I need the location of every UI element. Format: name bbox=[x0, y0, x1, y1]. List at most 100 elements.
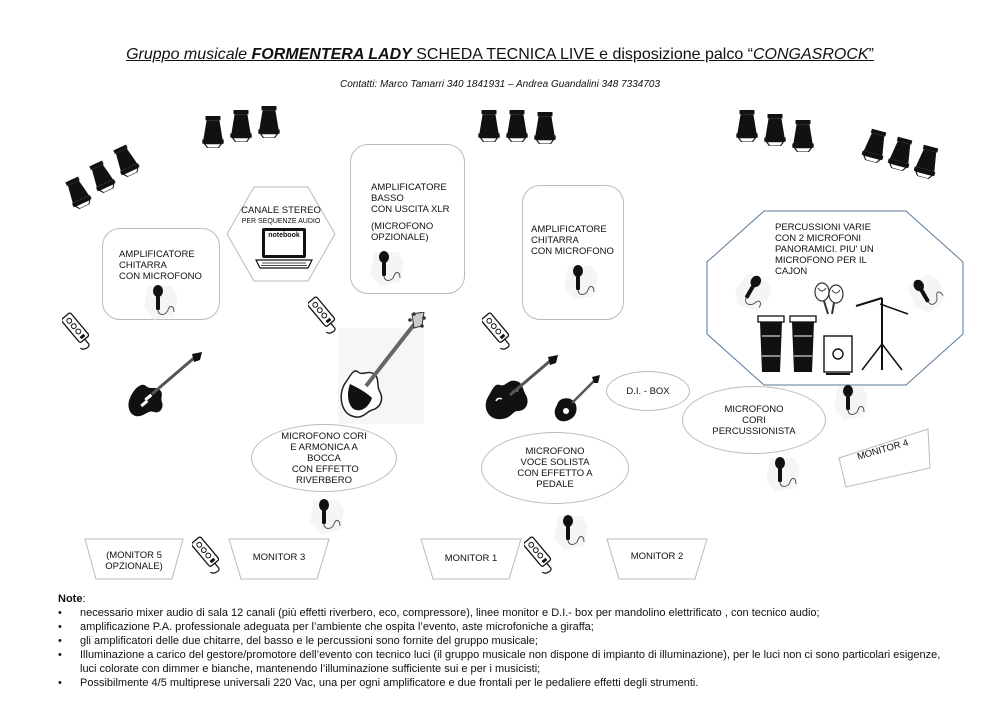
label-line: CHITARRA bbox=[119, 260, 167, 271]
label-line: MICROFONO bbox=[525, 446, 585, 457]
microphone-icon bbox=[833, 384, 869, 421]
label-line: OPZIONALE) bbox=[105, 561, 163, 572]
spotlight-icon bbox=[506, 110, 528, 142]
stereo-channel-title: CANALE STEREO bbox=[241, 205, 321, 216]
label-line: VOCE SOLISTA bbox=[520, 457, 590, 468]
di-box: D.I. - BOX bbox=[606, 371, 690, 411]
semi-hollow-guitar-icon bbox=[484, 353, 560, 421]
cajon-icon bbox=[823, 335, 853, 375]
note-item: amplificazione P.A. professionale adegua… bbox=[58, 620, 958, 634]
label-line: (MONITOR 5 bbox=[106, 550, 162, 561]
notes-list: necessario mixer audio di sala 12 canali… bbox=[58, 606, 958, 690]
microphone-icon bbox=[728, 268, 777, 318]
label-line: PERCUSSIONI VARIE bbox=[775, 222, 871, 233]
monitor-5-shape bbox=[84, 538, 184, 580]
power-strip-icon bbox=[62, 311, 92, 350]
bass-guitar-icon bbox=[338, 312, 426, 424]
notes-heading: Note bbox=[58, 593, 83, 605]
spotlight-group-left bbox=[202, 106, 280, 148]
label-line: CON MICROFONO bbox=[531, 246, 614, 257]
label-line: MICROFONO CORI bbox=[281, 430, 367, 442]
spotlight-group-far-right bbox=[860, 127, 942, 181]
amp-bass: AMPLIFICATORE BASSO CON USCITA XLR (MICR… bbox=[350, 144, 465, 294]
label-line: PANORAMICI. PIU' UN bbox=[775, 244, 874, 255]
monitor-3-shape bbox=[228, 538, 330, 580]
label-line: AMPLIFICATORE bbox=[371, 182, 447, 193]
label-line: RIVERBERO bbox=[296, 474, 352, 486]
power-strip-icon bbox=[192, 535, 222, 574]
monitor-1: MONITOR 1 bbox=[444, 553, 498, 564]
monitor-4-shape bbox=[838, 428, 931, 488]
label-line: AMPLIFICATORE bbox=[531, 224, 607, 235]
spotlight-group-center bbox=[478, 110, 556, 144]
mic-backing-percussion: MICROFONO CORI PERCUSSIONISTA bbox=[682, 386, 826, 454]
spotlight-icon bbox=[534, 112, 556, 144]
laptop-label: notebook bbox=[268, 232, 300, 239]
stereo-channel-subtitle: PER SEQUENZE AUDIO bbox=[241, 218, 321, 225]
monitor-2: MONITOR 2 bbox=[630, 551, 684, 562]
spotlight-icon bbox=[736, 110, 758, 142]
microphone-icon bbox=[563, 264, 599, 301]
venue-name: CONGASROCK bbox=[752, 46, 869, 63]
spotlight-icon bbox=[912, 143, 942, 181]
cymbal-stand-icon bbox=[855, 297, 909, 371]
label-line: (MICROFONO bbox=[371, 221, 434, 232]
label-line: CON MICROFONO bbox=[119, 271, 202, 282]
spotlight-icon bbox=[478, 110, 500, 142]
label-line: BASSO bbox=[371, 193, 404, 204]
spotlight-icon bbox=[258, 106, 280, 138]
maracas-icon bbox=[814, 282, 844, 315]
mandolin-icon bbox=[553, 373, 602, 423]
title-prefix: Gruppo musicale bbox=[126, 46, 252, 63]
power-strip-icon bbox=[482, 311, 512, 350]
spotlight-icon bbox=[792, 120, 814, 152]
microphone-icon bbox=[369, 250, 405, 287]
spotlight-icon bbox=[86, 159, 118, 195]
label-line: CHITARRA bbox=[531, 235, 579, 246]
spotlight-icon bbox=[764, 114, 786, 146]
congas-icon bbox=[757, 315, 817, 372]
label-line: BOCCA bbox=[307, 452, 341, 464]
spotlight-icon bbox=[860, 127, 890, 165]
band-name: FORMENTERA LADY bbox=[251, 46, 412, 63]
note-item: Illuminazione a carico del gestore/promo… bbox=[58, 648, 958, 676]
mic-lead-vocal: MICROFONO VOCE SOLISTA CON EFFETTO A PED… bbox=[481, 432, 629, 504]
note-item: gli amplificatori delle due chitarre, de… bbox=[58, 634, 958, 648]
notes-section: Note: necessario mixer audio di sala 12 … bbox=[58, 592, 958, 690]
label-line: CON 2 MICROFONI bbox=[775, 233, 862, 244]
label-line: CAJON bbox=[775, 266, 808, 277]
spotlight-group-far-left bbox=[62, 143, 142, 211]
power-strip-icon bbox=[308, 295, 338, 334]
percussion-label: PERCUSSIONI VARIE CON 2 MICROFONI PANORA… bbox=[775, 222, 874, 277]
page-title: Gruppo musicale FORMENTERA LADY SCHEDA T… bbox=[0, 46, 1000, 64]
label-line: CON EFFETTO A bbox=[517, 468, 593, 479]
contacts: Contatti: Marco Tamarri 340 1841931 – An… bbox=[339, 79, 661, 90]
label-line: CORI bbox=[742, 414, 766, 426]
label-line: E ARMONICA A bbox=[290, 441, 358, 453]
microphone-icon bbox=[903, 269, 952, 319]
spotlight-icon bbox=[230, 110, 252, 142]
monitor-1-shape bbox=[420, 538, 522, 580]
spotlight-icon bbox=[110, 143, 142, 179]
mic-backing-harmonica: MICROFONO CORI E ARMONICA A BOCCA CON EF… bbox=[251, 424, 397, 492]
note-item: necessario mixer audio di sala 12 canali… bbox=[58, 606, 958, 620]
spotlight-icon bbox=[886, 135, 916, 173]
label-line: PEDALE bbox=[536, 479, 574, 490]
microphone-icon bbox=[765, 456, 801, 493]
label-line: MICROFONO bbox=[724, 403, 784, 415]
microphone-icon bbox=[143, 284, 179, 321]
amp-guitar-right-label: AMPLIFICATORE CHITARRA CON MICROFONO bbox=[531, 224, 614, 257]
spotlight-icon bbox=[202, 116, 224, 148]
microphone-icon bbox=[309, 498, 345, 535]
label-line: OPZIONALE) bbox=[371, 232, 429, 243]
monitor-3: MONITOR 3 bbox=[252, 552, 306, 563]
label-line: AMPLIFICATORE bbox=[119, 249, 195, 260]
microphone-icon bbox=[553, 514, 589, 551]
spotlight-group-right bbox=[736, 110, 814, 152]
amp-bass-label: AMPLIFICATORE BASSO CON USCITA XLR (MICR… bbox=[371, 182, 449, 243]
title-middle: SCHEDA TECNICA LIVE e disposizione palco… bbox=[411, 46, 753, 63]
note-item: Possibilmente 4/5 multiprese universali … bbox=[58, 676, 958, 690]
amp-guitar-left-label: AMPLIFICATORE CHITARRA CON MICROFONO bbox=[119, 249, 202, 282]
label-line: CON EFFETTO bbox=[289, 463, 359, 475]
title-suffix: ” bbox=[868, 46, 874, 63]
